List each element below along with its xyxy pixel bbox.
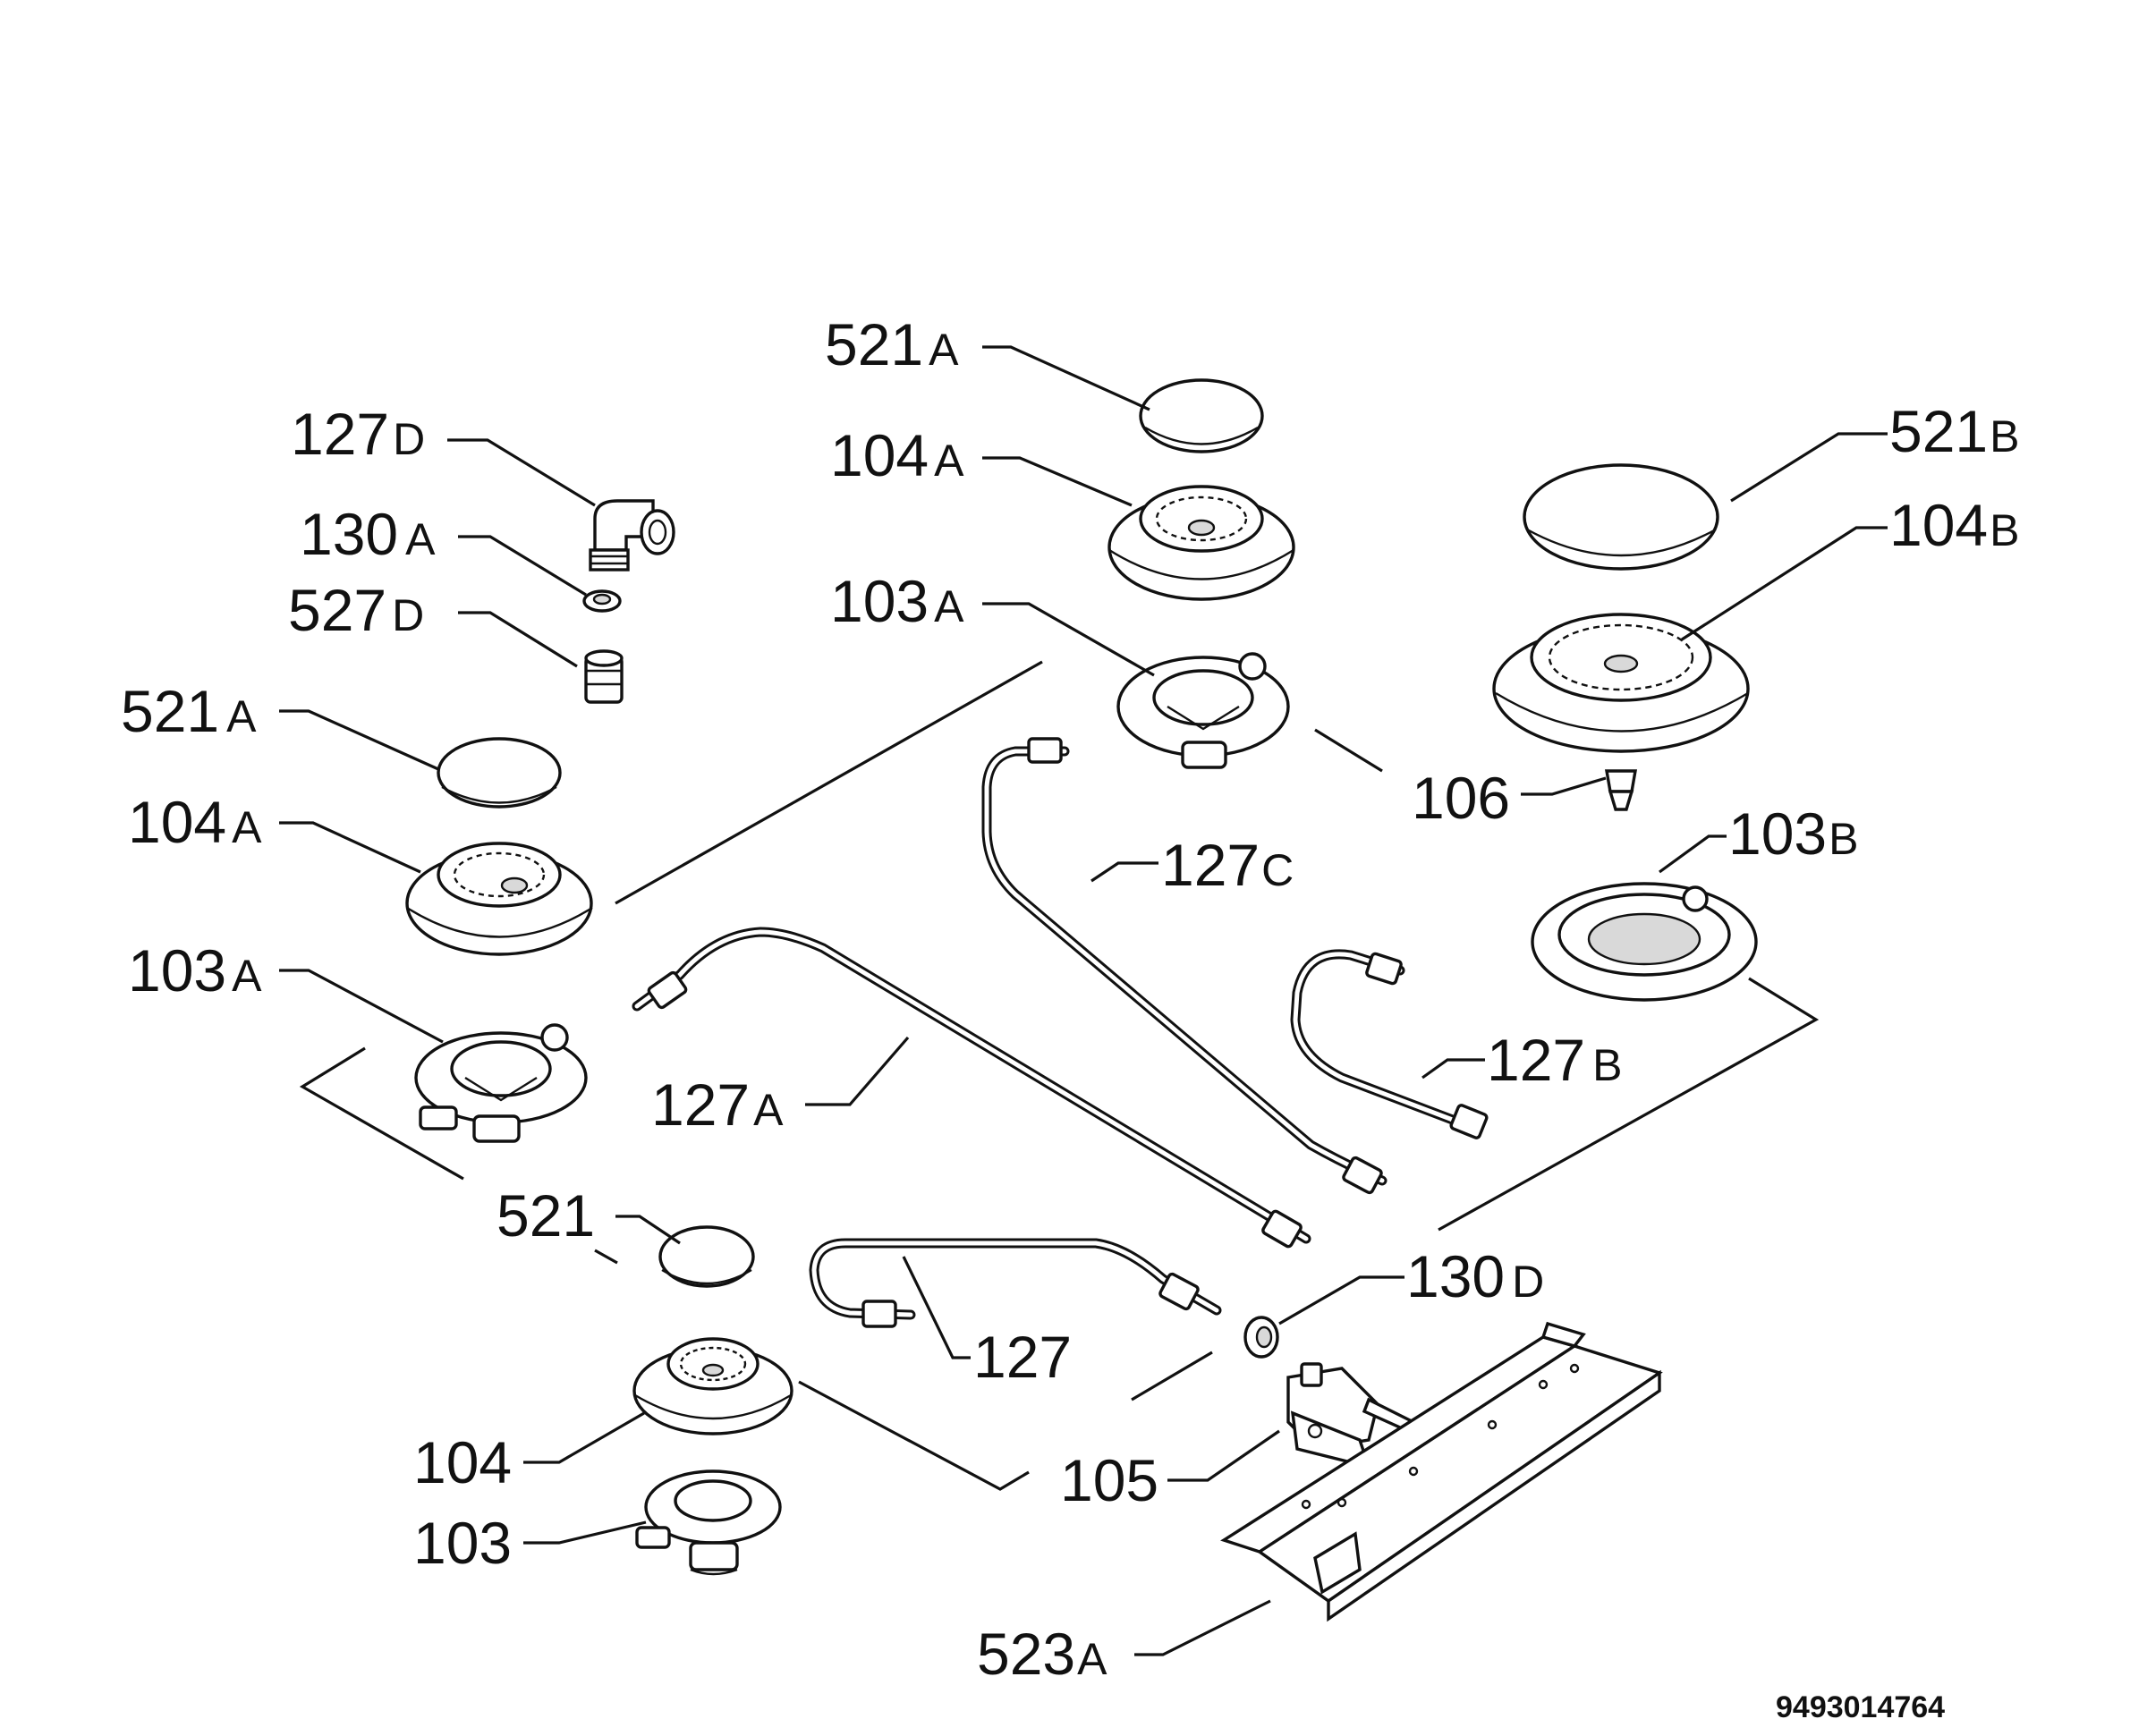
label-521: 521	[496, 1182, 595, 1249]
elbow-connector-127d	[589, 499, 675, 572]
burner-cap-521b	[1523, 463, 1719, 571]
label-127a: 127A	[651, 1071, 784, 1138]
burner-cap-521	[658, 1225, 755, 1288]
label-105: 105	[1060, 1447, 1158, 1513]
burner-cap-521a-left	[437, 737, 562, 809]
burner-crown-104a-left	[405, 842, 593, 956]
leader-lines	[279, 345, 1888, 1656]
pipe-127c	[981, 737, 1387, 1195]
adaptor-527d	[584, 649, 624, 704]
rail-523a	[1220, 1321, 1663, 1622]
pipe-127b	[1290, 949, 1489, 1139]
injector-106	[1604, 769, 1638, 811]
rail-holes	[1301, 1363, 1580, 1510]
label-104: 104	[413, 1429, 512, 1495]
seal-130d	[1243, 1316, 1279, 1359]
burner-cap-521a-top	[1139, 378, 1264, 453]
burner-crown-104b	[1492, 613, 1750, 753]
pipe-127a	[632, 927, 1311, 1249]
label-523a: 523A	[977, 1621, 1107, 1687]
burner-crown-104	[632, 1337, 793, 1435]
label-127: 127	[973, 1324, 1072, 1390]
burner-base-103a-top	[1116, 652, 1290, 769]
label-521b: 521B	[1889, 398, 2019, 464]
pipe-127	[809, 1238, 1222, 1328]
label-127c: 127C	[1161, 832, 1294, 898]
seal-130a	[582, 589, 622, 613]
burner-base-103a-left	[414, 1023, 588, 1143]
label-103b: 103B	[1728, 800, 1858, 867]
grouping-lines	[299, 660, 1820, 1491]
label-103: 103	[413, 1510, 512, 1576]
burner-base-103b	[1531, 882, 1758, 1002]
burner-crown-104a-top	[1107, 485, 1295, 601]
label-104b: 104B	[1889, 492, 2019, 558]
document-ref-number: 9493014764	[1776, 1690, 1945, 1724]
label-127d: 127D	[291, 401, 425, 467]
burner-base-103	[635, 1469, 782, 1576]
label-106: 106	[1412, 765, 1510, 831]
